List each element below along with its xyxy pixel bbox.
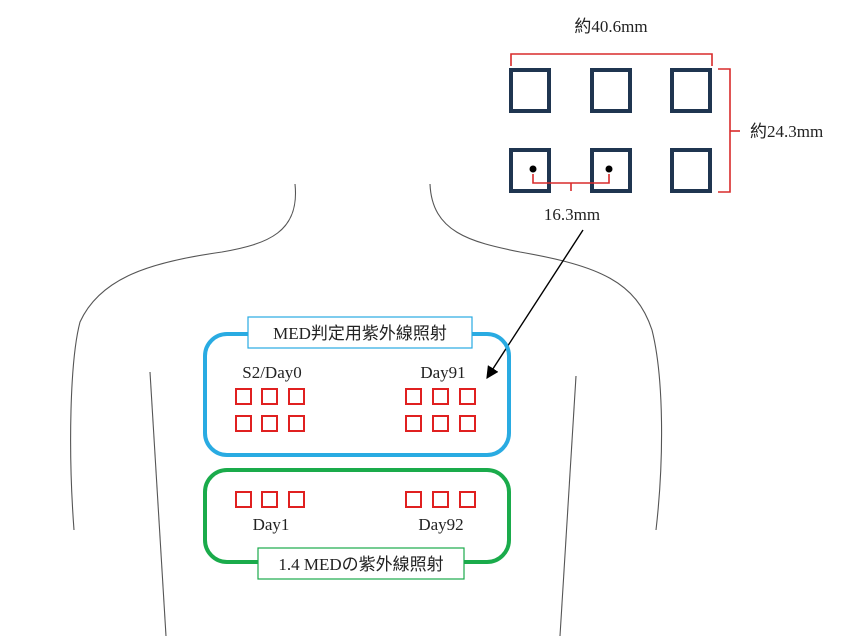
med-panel-left-label: S2/Day0	[242, 363, 302, 382]
arm-line-right	[559, 375, 577, 637]
med14-panel-sites	[235, 491, 476, 508]
med-panel-caption: MED判定用紫外線照射	[273, 324, 447, 343]
irradiation-site-square	[432, 415, 449, 432]
back-silhouette	[70, 183, 663, 637]
spacing-bracket	[532, 174, 610, 184]
med14-panel-caption-box	[257, 547, 465, 580]
irradiation-site-square	[235, 388, 252, 405]
med-panel-right-label: Day91	[420, 363, 465, 382]
width-label: 約40.6mm	[574, 17, 647, 36]
back-outline-right	[429, 183, 663, 531]
template-square	[670, 148, 712, 193]
irradiation-site-square	[261, 415, 278, 432]
med-panel-sites	[235, 388, 476, 432]
height-bracket	[718, 68, 731, 193]
irradiation-site-square	[405, 491, 422, 508]
irradiation-site-square	[235, 491, 252, 508]
template-squares	[509, 68, 712, 193]
template-square	[590, 68, 632, 113]
irradiation-site-square	[459, 415, 476, 432]
template-diagram: 約40.6mm 約24.3mm 16.3mm	[486, 17, 823, 380]
irradiation-site-square	[432, 388, 449, 405]
irradiation-site-square	[261, 491, 278, 508]
template-square	[509, 68, 551, 113]
center-dot-right	[605, 165, 613, 173]
irradiation-site-square	[288, 491, 305, 508]
template-square	[509, 148, 551, 193]
irradiation-site-square	[235, 415, 252, 432]
med14-panel-right-label: Day92	[418, 515, 463, 534]
med14-panel: Day1 Day92 1.4 MEDの紫外線照射	[203, 468, 511, 580]
irradiation-site-square	[459, 491, 476, 508]
back-outline-left	[70, 183, 297, 531]
med-panel-caption-box	[247, 316, 473, 349]
med14-panel-left-label: Day1	[253, 515, 290, 534]
height-label: 約24.3mm	[750, 122, 823, 141]
irradiation-site-square	[432, 491, 449, 508]
center-dot-left	[529, 165, 537, 173]
med14-panel-caption: 1.4 MEDの紫外線照射	[278, 555, 443, 574]
arm-line-left	[149, 371, 167, 637]
template-square	[670, 68, 712, 113]
med-panel: MED判定用紫外線照射 S2/Day0 Day91	[203, 316, 511, 457]
irradiation-site-square	[288, 415, 305, 432]
pointer-arrow	[486, 229, 584, 380]
irradiation-site-square	[459, 388, 476, 405]
irradiation-site-square	[261, 388, 278, 405]
irradiation-site-square	[405, 415, 422, 432]
irradiation-site-square	[405, 388, 422, 405]
spacing-label: 16.3mm	[544, 205, 600, 224]
template-square	[590, 148, 632, 193]
irradiation-site-square	[288, 388, 305, 405]
width-bracket	[510, 53, 713, 66]
